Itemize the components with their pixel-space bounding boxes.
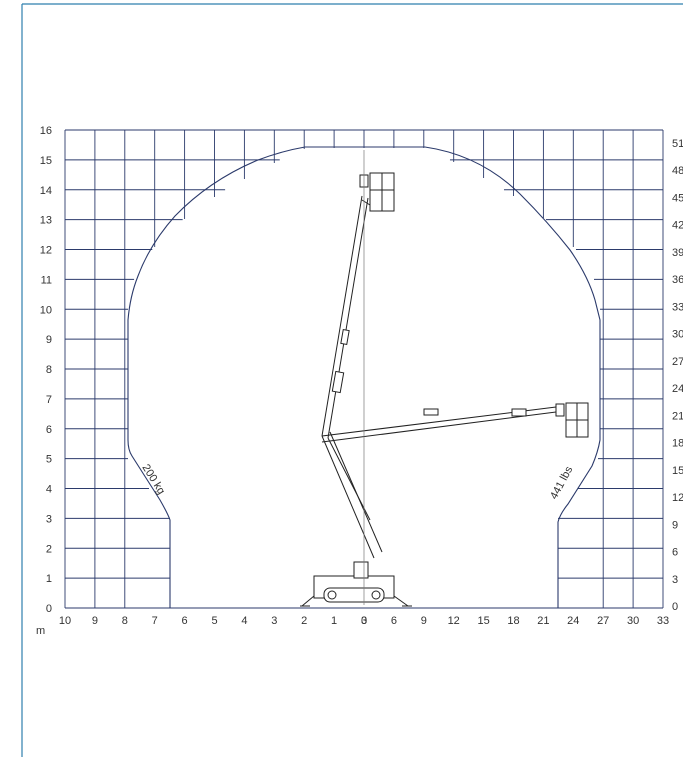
y-tick-label-right: 48: [672, 165, 683, 177]
x-tick-label-right: 27: [597, 615, 609, 627]
y-tick-label-right: 0: [672, 601, 678, 613]
boom-vertical: [321, 195, 383, 559]
y-tick-label-right: 24: [672, 383, 683, 395]
x-tick-label-left: 2: [301, 615, 307, 627]
x-tick-label-right: 12: [448, 615, 460, 627]
y-tick-label-left: 6: [46, 424, 52, 436]
y-tick-label-right: 18: [672, 438, 683, 450]
y-tick-label-right: 15: [672, 465, 683, 477]
y-tick-label-left: 13: [40, 215, 52, 227]
y-tick-label-left: 10: [40, 304, 52, 316]
y-tick-label-left: 12: [40, 245, 52, 257]
y-tick-label-left: 16: [40, 125, 52, 137]
y-tick-label-left: 8: [46, 364, 52, 376]
y-tick-label-right: 30: [672, 329, 683, 341]
y-tick-label-right: 9: [672, 519, 678, 531]
x-tick-label-right: 21: [537, 615, 549, 627]
y-tick-label-right: 3: [672, 574, 678, 586]
grid: [64, 129, 664, 609]
basket-top: [359, 172, 395, 212]
y-tick-label-left: 4: [46, 484, 52, 496]
load-label-right: 441 lbs: [548, 464, 575, 501]
y-tick-label-left: 14: [40, 185, 52, 197]
x-tick-label-left: 4: [241, 615, 247, 627]
y-tick-label-right: 51: [672, 138, 683, 150]
load-label-left: 200 kg: [139, 462, 167, 496]
y-tick-label-right: 39: [672, 247, 683, 259]
x-tick-label-left: 6: [182, 615, 188, 627]
y-tick-label-left: 15: [40, 155, 52, 167]
y-tick-label-left: 5: [46, 454, 52, 466]
basket-right: [555, 402, 589, 438]
y-tick-label-right: 45: [672, 192, 683, 204]
unit-label-meters: m: [36, 625, 45, 637]
x-tick-label-right: 9: [421, 615, 427, 627]
x-tick-label-right: 33: [657, 615, 669, 627]
x-tick-label-right: 24: [567, 615, 579, 627]
y-tick-label-right: 21: [672, 410, 683, 422]
envelope-outline: [127, 146, 601, 608]
y-tick-label-right: 42: [672, 220, 683, 232]
y-tick-label-left: 11: [41, 274, 52, 286]
x-tick-label-right: 6: [391, 615, 397, 627]
y-tick-label-left: 1: [46, 573, 52, 585]
x-tick-label-left: 8: [122, 615, 128, 627]
x-tick-label-left: 10: [59, 615, 71, 627]
x-tick-label-left: 5: [211, 615, 217, 627]
y-tick-label-right: 36: [672, 274, 683, 286]
y-tick-label-left: 7: [46, 394, 52, 406]
y-tick-label-left: 9: [46, 334, 52, 346]
y-tick-label-right: 6: [672, 547, 678, 559]
x-tick-label-left: 0: [361, 615, 367, 627]
y-tick-label-right: 27: [672, 356, 683, 368]
x-tick-label-right: 15: [477, 615, 489, 627]
x-tick-label-right: 18: [507, 615, 519, 627]
x-tick-label-left: 1: [331, 615, 337, 627]
x-tick-label-left: 3: [271, 615, 277, 627]
y-tick-label-left: 3: [46, 513, 52, 525]
y-tick-label-right: 12: [672, 492, 683, 504]
y-tick-label-left: 0: [46, 603, 52, 615]
x-tick-label-left: 7: [152, 615, 158, 627]
x-tick-label-right: 30: [627, 615, 639, 627]
boom-horizontal: [321, 406, 557, 521]
y-tick-label-left: 2: [46, 543, 52, 555]
y-tick-label-right: 33: [672, 301, 683, 313]
x-tick-label-right: 3: [361, 615, 367, 627]
x-tick-label-left: 9: [92, 615, 98, 627]
chassis: [300, 561, 412, 607]
